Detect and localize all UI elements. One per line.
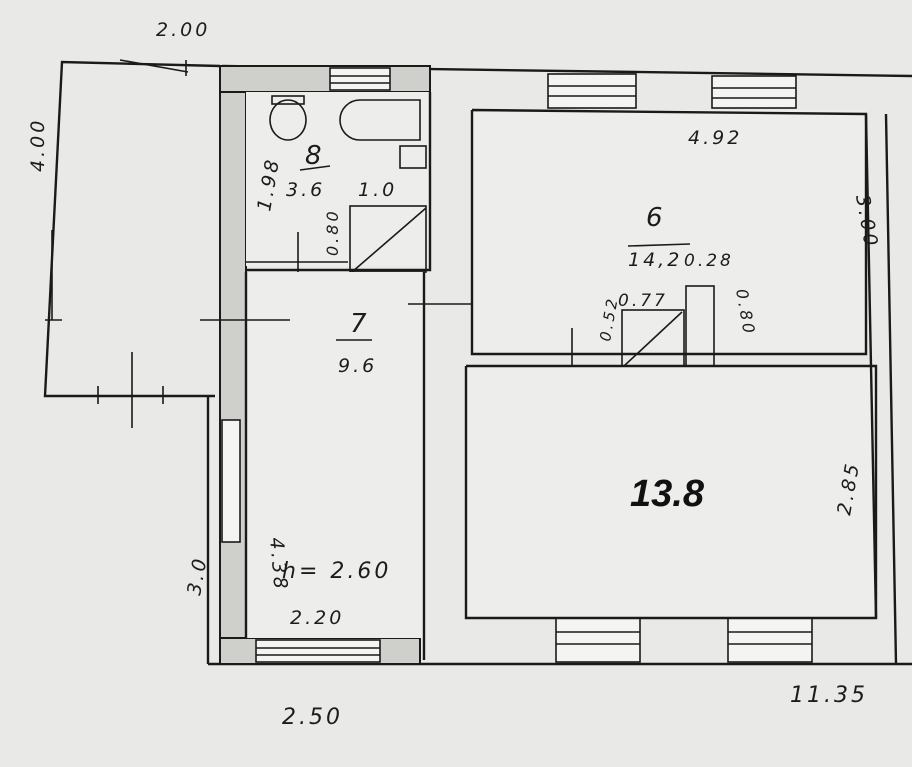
- room-6-area: 14,2: [628, 249, 682, 271]
- room-7-corridor: [200, 272, 494, 660]
- room-6-number: 6: [646, 203, 663, 233]
- annex-outline: [43, 59, 221, 428]
- dim-front-width: 2.50: [282, 705, 343, 730]
- dim-annex-depth: 4.00: [27, 118, 49, 172]
- dim-top-annex: 2.00: [156, 19, 210, 41]
- bathtub-icon: [339, 99, 421, 141]
- dim-room6-width: 4.92: [688, 127, 742, 149]
- room-8-bathroom: [246, 92, 432, 284]
- room-big: [464, 113, 898, 665]
- room-8-area: 3.6: [286, 179, 325, 201]
- dim-partition-gap: 0.28: [684, 251, 734, 271]
- sink-icon: [399, 145, 427, 169]
- dim-total-width: 11.35: [790, 683, 868, 708]
- toilet-icon: [269, 99, 307, 141]
- dim-bath-door: 0.80: [323, 208, 342, 256]
- room-7-number: 7: [350, 309, 367, 339]
- top-windows: [329, 67, 797, 109]
- dim-corridor-bottom: 2.20: [290, 607, 344, 629]
- ceiling-height: h= 2.60: [282, 559, 391, 584]
- bottom-windows: [255, 617, 813, 663]
- room-8-number: 8: [305, 141, 322, 171]
- dim-bath-inner: 1.0: [358, 179, 397, 201]
- dim-stove-width: 0.77: [618, 291, 668, 311]
- left-window: [221, 419, 241, 543]
- room-6: [470, 108, 868, 382]
- dim-corridor-length: 4.38: [265, 537, 292, 593]
- big-room-area: 13.8: [630, 473, 705, 515]
- room-7-area: 9.6: [338, 355, 377, 377]
